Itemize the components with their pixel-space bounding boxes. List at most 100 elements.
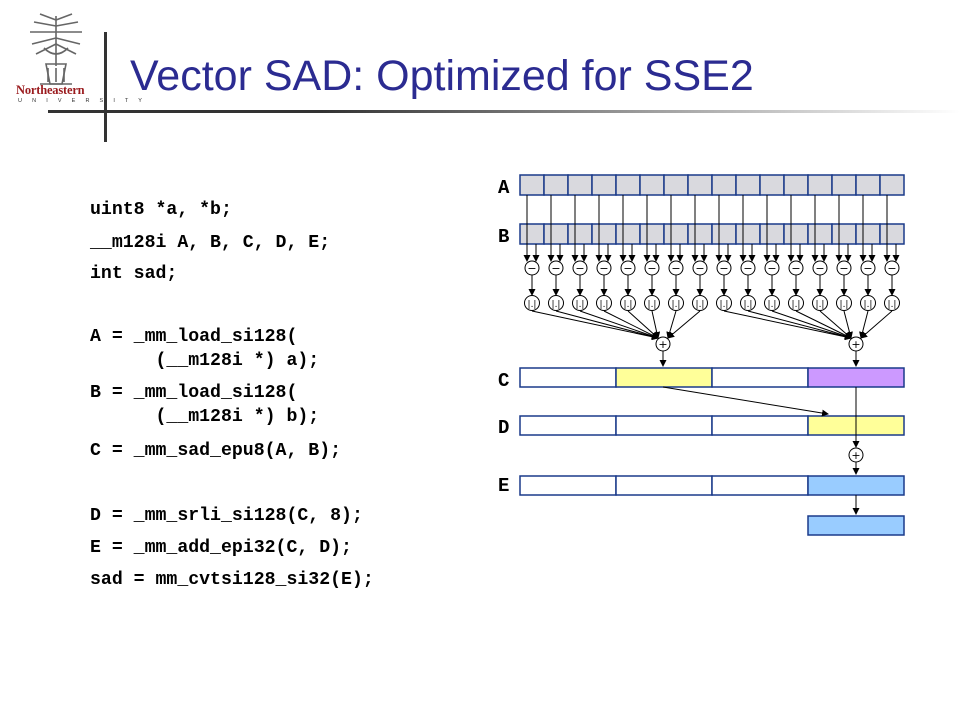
subtract-symbol: − <box>743 262 752 275</box>
register-a-byte <box>783 174 809 196</box>
wire-abs-to-add <box>667 310 701 339</box>
subtract-symbol: − <box>647 262 656 275</box>
subtract-symbol: − <box>815 262 824 275</box>
abs-symbol: |.| <box>792 300 801 310</box>
subtract-symbol: − <box>791 262 800 275</box>
abs-symbol: |.| <box>816 300 825 310</box>
title-vertical-rule <box>104 32 107 142</box>
register-label-c: C <box>498 370 509 392</box>
subtract-symbol: − <box>695 262 704 275</box>
register-b-byte <box>831 223 857 245</box>
add-symbol: + <box>658 338 667 351</box>
code-line: uint8 *a, *b; <box>90 200 232 220</box>
subtract-symbol: − <box>671 262 680 275</box>
add-symbol-final: + <box>851 449 860 462</box>
code-line: sad = mm_cvtsi128_si32(E); <box>90 570 374 590</box>
register-b-byte <box>735 223 761 245</box>
title-horizontal-rule <box>48 110 960 113</box>
university-logo <box>30 13 82 85</box>
register-a-byte <box>855 174 881 196</box>
wire-abs-to-add <box>627 310 659 339</box>
subtract-symbol: − <box>623 262 632 275</box>
wire-abs-to-add <box>651 310 661 339</box>
wire-abs-to-add <box>531 310 659 341</box>
code-line: (__m128i *) b); <box>90 407 320 427</box>
abs-symbol: |.| <box>768 300 777 310</box>
wire-abs-to-add <box>771 310 852 340</box>
code-line: int sad; <box>90 264 178 284</box>
register-a-byte <box>639 174 665 196</box>
abs-symbol: |.| <box>528 300 537 310</box>
wire-abs-to-add <box>819 310 852 339</box>
subtract-symbol: − <box>767 262 776 275</box>
register-b-byte <box>639 223 665 245</box>
abs-node <box>620 295 636 311</box>
abs-node <box>548 295 564 311</box>
wire-abs-to-add <box>795 310 852 339</box>
register-b-byte <box>711 223 737 245</box>
abs-node <box>836 295 852 311</box>
abs-node <box>524 295 540 311</box>
register-e-lane <box>807 475 905 496</box>
register-a-byte <box>711 174 737 196</box>
abs-node <box>572 295 588 311</box>
code-line: D = _mm_srli_si128(C, 8); <box>90 506 363 526</box>
register-a-byte <box>807 174 833 196</box>
abs-symbol: |.| <box>624 300 633 310</box>
wire-abs-to-add <box>555 310 659 340</box>
torch-icon <box>30 13 82 85</box>
register-a-byte <box>735 174 761 196</box>
register-a-byte <box>567 174 593 196</box>
abs-node <box>692 295 708 311</box>
abs-symbol: |.| <box>576 300 585 310</box>
register-e-lane <box>519 475 617 496</box>
wire-abs-to-add <box>747 310 852 340</box>
abs-symbol: |.| <box>840 300 849 310</box>
register-label-a: A <box>498 177 510 199</box>
abs-symbol: |.| <box>672 300 681 310</box>
register-c-lane <box>711 367 809 388</box>
abs-node <box>812 295 828 311</box>
shift-arrow <box>662 386 829 417</box>
abs-node <box>860 295 876 311</box>
register-c-lane <box>807 367 905 388</box>
subtract-symbol: − <box>575 262 584 275</box>
register-b-byte <box>855 223 881 245</box>
code-line: C = _mm_sad_epu8(A, B); <box>90 441 342 461</box>
register-a-byte <box>591 174 617 196</box>
register-a-byte <box>687 174 713 196</box>
register-e-lane <box>615 475 713 496</box>
logo-subtitle: U N I V E R S I T Y <box>18 98 147 104</box>
wire-abs-to-add <box>579 310 659 340</box>
register-a-byte <box>663 174 689 196</box>
wire-abs-to-add <box>860 310 893 339</box>
subtract-symbol: − <box>551 262 560 275</box>
abs-symbol: |.| <box>744 300 753 310</box>
register-b-byte <box>879 223 905 245</box>
code-line: A = _mm_load_si128( <box>90 327 298 347</box>
register-a-byte <box>543 174 569 196</box>
subtract-symbol: − <box>887 262 896 275</box>
register-b-byte <box>543 223 569 245</box>
abs-node <box>740 295 756 311</box>
abs-symbol: |.| <box>552 300 561 310</box>
register-d-lane <box>711 415 809 436</box>
subtract-symbol: − <box>719 262 728 275</box>
result-register <box>807 515 905 536</box>
wire-abs-to-add <box>843 310 853 339</box>
slide-title: Vector SAD: Optimized for SSE2 <box>130 52 754 100</box>
register-a-byte <box>615 174 641 196</box>
register-b-byte <box>759 223 785 245</box>
code-line: E = _mm_add_epi32(C, D); <box>90 538 352 558</box>
abs-symbol: |.| <box>888 300 897 310</box>
register-b-byte <box>615 223 641 245</box>
register-c-lane <box>519 367 617 388</box>
register-e-lane <box>711 475 809 496</box>
wire-abs-to-add <box>859 310 869 339</box>
abs-node <box>788 295 804 311</box>
wire-abs-to-add <box>723 310 852 341</box>
register-b-byte <box>783 223 809 245</box>
register-b-byte <box>519 223 545 245</box>
code-line: B = _mm_load_si128( <box>90 383 298 403</box>
